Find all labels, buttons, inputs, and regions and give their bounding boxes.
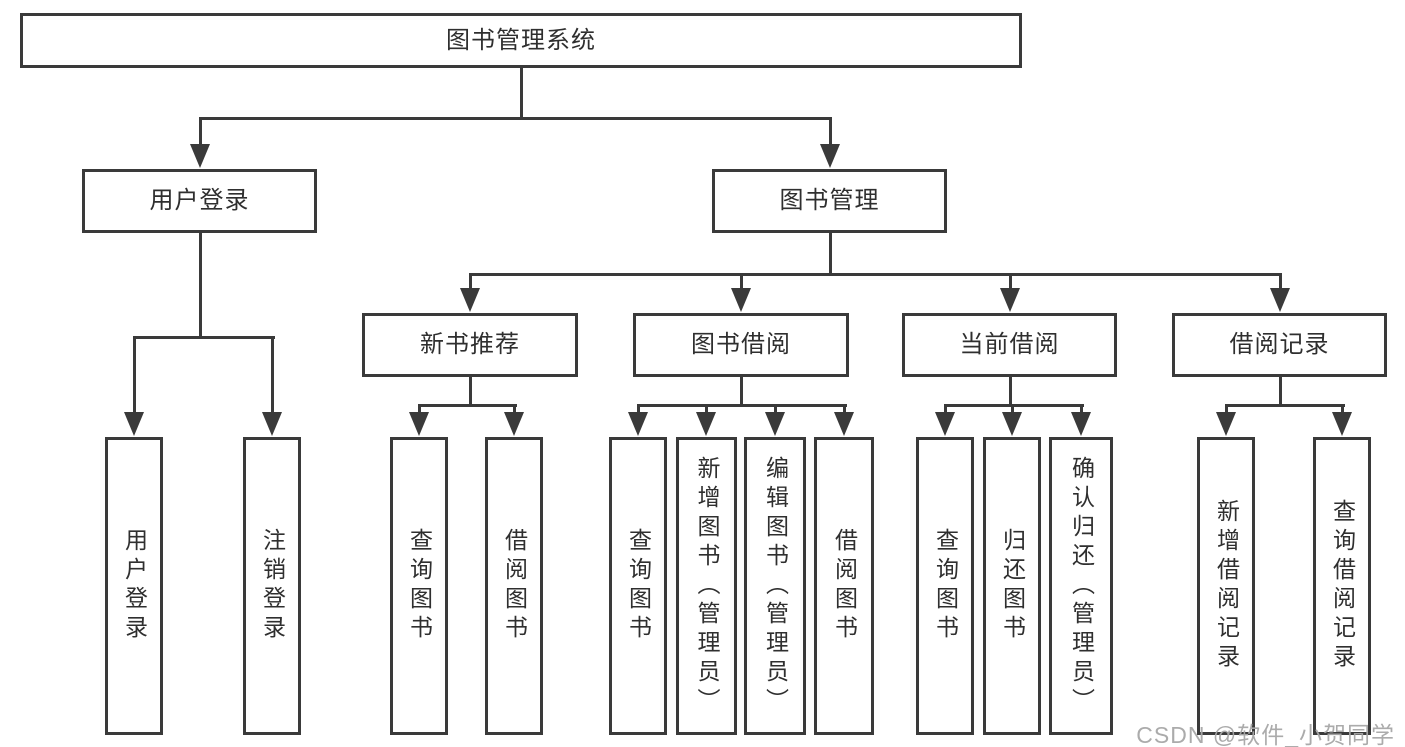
leaf-query-books-1-label: 查询图书 xyxy=(406,528,433,644)
arrow-down-leaf-add-borrow-record xyxy=(1215,407,1237,436)
connector-level2-rail xyxy=(198,117,832,120)
arrow-down-borrowing-records xyxy=(1269,276,1291,312)
leaf-add-borrow-record: 新增借阅记录 xyxy=(1197,437,1255,735)
connector-book-borrowing-rail xyxy=(636,404,847,407)
arrow-down-user-login xyxy=(189,120,211,168)
leaf-user-login-label: 用户登录 xyxy=(121,528,148,644)
arrow-down-leaf-user-login xyxy=(123,339,145,436)
leaf-add-book-admin-label: 新增图书（管理员） xyxy=(694,455,720,717)
connector-borrowing-records-stem xyxy=(1278,377,1282,407)
arrow-down-leaf-confirm-return xyxy=(1070,407,1092,436)
arrow-down-book-management xyxy=(819,120,841,168)
arrow-down-current-borrowing xyxy=(999,276,1021,312)
arrow-down-leaf-query-books-1 xyxy=(408,407,430,436)
leaf-edit-book-admin-label: 编辑图书（管理员） xyxy=(762,455,789,717)
node-library-management-system: 图书管理系统 xyxy=(20,13,1022,68)
arrow-down-leaf-edit-book xyxy=(764,407,786,436)
connector-book-management-stem xyxy=(828,233,832,276)
arrow-down-leaf-borrow-books-1 xyxy=(503,407,525,436)
leaf-borrow-books-1: 借阅图书 xyxy=(485,437,543,735)
leaf-add-borrow-record-label: 新增借阅记录 xyxy=(1213,499,1240,673)
leaf-return-book-label: 归还图书 xyxy=(999,528,1026,644)
connector-current-borrowing-rail xyxy=(943,404,1084,407)
node-current-borrowing: 当前借阅 xyxy=(902,313,1117,377)
arrow-down-book-borrowing xyxy=(730,276,752,312)
leaf-logout-label: 注销登录 xyxy=(259,528,286,644)
connector-current-borrowing-stem xyxy=(1008,377,1012,407)
leaf-query-books-2: 查询图书 xyxy=(609,437,667,735)
leaf-confirm-return-admin: 确认归还（管理员） xyxy=(1049,437,1113,735)
arrow-down-leaf-return-book xyxy=(1001,407,1023,436)
leaf-borrow-books-2: 借阅图书 xyxy=(814,437,874,735)
connector-book-borrowing-stem xyxy=(739,377,743,407)
leaf-edit-book-admin: 编辑图书（管理员） xyxy=(744,437,806,735)
connector-new-book-stem xyxy=(468,377,472,407)
node-new-book-recommendation: 新书推荐 xyxy=(362,313,578,377)
connector-user-login-rail xyxy=(132,336,275,339)
leaf-query-books-3: 查询图书 xyxy=(916,437,974,735)
leaf-query-borrow-record: 查询借阅记录 xyxy=(1313,437,1371,735)
leaf-confirm-return-admin-label: 确认归还（管理员） xyxy=(1068,455,1095,717)
leaf-query-books-1: 查询图书 xyxy=(390,437,448,735)
connector-borrowing-records-rail xyxy=(1224,404,1345,407)
leaf-borrow-books-2-label: 借阅图书 xyxy=(831,528,858,644)
connector-new-book-rail xyxy=(417,404,517,407)
leaf-add-book-admin: 新增图书（管理员） xyxy=(676,437,737,735)
arrow-down-leaf-borrow-books-2 xyxy=(833,407,855,436)
leaf-return-book: 归还图书 xyxy=(983,437,1041,735)
arrow-down-new-book-recommendation xyxy=(459,276,481,312)
node-book-borrowing: 图书借阅 xyxy=(633,313,849,377)
node-user-login: 用户登录 xyxy=(82,169,317,233)
leaf-user-login: 用户登录 xyxy=(105,437,163,735)
leaf-query-books-3-label: 查询图书 xyxy=(932,528,959,644)
node-book-management: 图书管理 xyxy=(712,169,947,233)
leaf-borrow-books-1-label: 借阅图书 xyxy=(501,528,528,644)
leaf-query-books-2-label: 查询图书 xyxy=(625,528,652,644)
arrow-down-leaf-logout xyxy=(261,339,283,436)
arrow-down-leaf-query-borrow-record xyxy=(1331,407,1353,436)
leaf-logout: 注销登录 xyxy=(243,437,301,735)
connector-level3-rail xyxy=(468,273,1282,276)
connector-root-stem xyxy=(519,68,523,119)
leaf-query-borrow-record-label: 查询借阅记录 xyxy=(1329,499,1356,673)
watermark: CSDN @软件_小贺同学 xyxy=(1136,722,1395,747)
connector-user-login-stem xyxy=(198,233,202,339)
arrow-down-leaf-query-books-3 xyxy=(934,407,956,436)
arrow-down-leaf-add-book xyxy=(695,407,717,436)
arrow-down-leaf-query-books-2 xyxy=(627,407,649,436)
node-borrowing-records: 借阅记录 xyxy=(1172,313,1387,377)
